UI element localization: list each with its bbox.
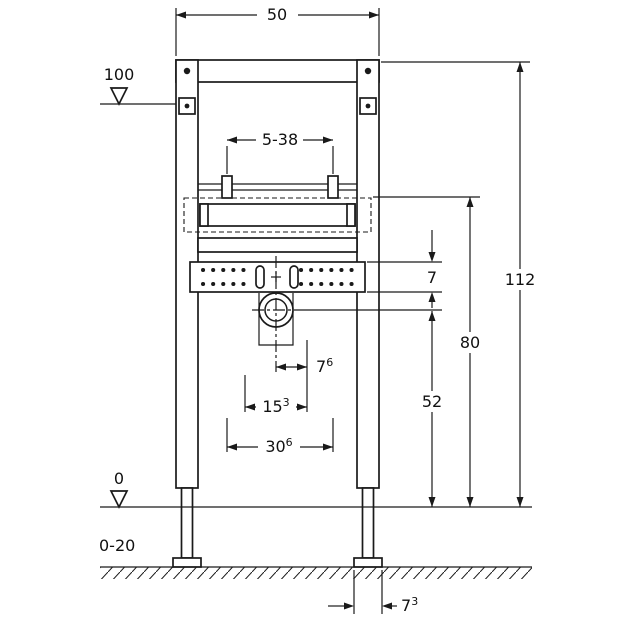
- dim-label-plate-height: 7: [427, 268, 437, 287]
- dim-label-supply-spacing: 153: [262, 396, 289, 416]
- lower-crossbar: [197, 237, 358, 253]
- screw-right-icon: [364, 67, 372, 75]
- dim-label-drain-height: 52: [422, 392, 442, 411]
- ground-hatching: [100, 567, 532, 579]
- fixation-dot-right: [365, 103, 371, 109]
- screw-left-icon: [183, 67, 191, 75]
- dim-total-height: 112: [381, 61, 542, 507]
- fastening-rail: [198, 175, 357, 199]
- dim-label-supply-width: 306: [265, 436, 292, 456]
- mounting-plate: [189, 261, 366, 293]
- dim-label-rail-height: 80: [460, 333, 480, 352]
- level-label-0: 0: [114, 469, 124, 488]
- level-marker-0: 0 0-20: [99, 469, 135, 555]
- dim-plate-height: 7: [367, 230, 442, 308]
- level-triangle-icon: [109, 490, 129, 509]
- dim-label-total-height: 112: [505, 270, 536, 289]
- dim-supply-spacing: 153: [244, 375, 307, 416]
- level-label-100: 100: [104, 65, 135, 84]
- left-leg: [180, 487, 194, 559]
- right-leg: [361, 487, 375, 559]
- frame-top-crossbar: [175, 59, 380, 83]
- dim-frame-width: 50: [175, 5, 380, 56]
- fixation-dot-left: [184, 103, 190, 109]
- level-marker-100: 100: [100, 65, 176, 106]
- plate-slot-right: [289, 265, 299, 289]
- dim-label-drain-offset: 76: [316, 356, 333, 376]
- dim-fastening-range: 5-38: [226, 130, 334, 174]
- fastening-bolt-left: [221, 175, 233, 199]
- floor-buildup-label: 0-20: [99, 536, 135, 555]
- plate-slot-left: [255, 265, 265, 289]
- dashed-outline: [183, 197, 372, 233]
- dim-foot-depth: 73: [328, 570, 418, 615]
- left-foot-plate: [172, 557, 202, 568]
- dim-label-fastening-range: 5-38: [262, 130, 298, 149]
- dim-label-foot-depth: 73: [401, 595, 418, 615]
- dim-drain-offset: 76: [276, 340, 333, 412]
- drain-connection: [252, 256, 300, 372]
- frame-legs: [172, 487, 383, 568]
- floor-ground: [100, 506, 532, 579]
- dim-supply-width: 306: [226, 418, 334, 456]
- dim-rail-height: 80: [373, 196, 490, 507]
- level-triangle-icon: [109, 87, 129, 106]
- concealed-assembly: [183, 197, 372, 253]
- dim-label-frame-width: 50: [267, 5, 287, 24]
- fastening-bolt-right: [327, 175, 339, 199]
- dim-drain-height: 52: [300, 309, 451, 507]
- right-foot-plate: [353, 557, 383, 568]
